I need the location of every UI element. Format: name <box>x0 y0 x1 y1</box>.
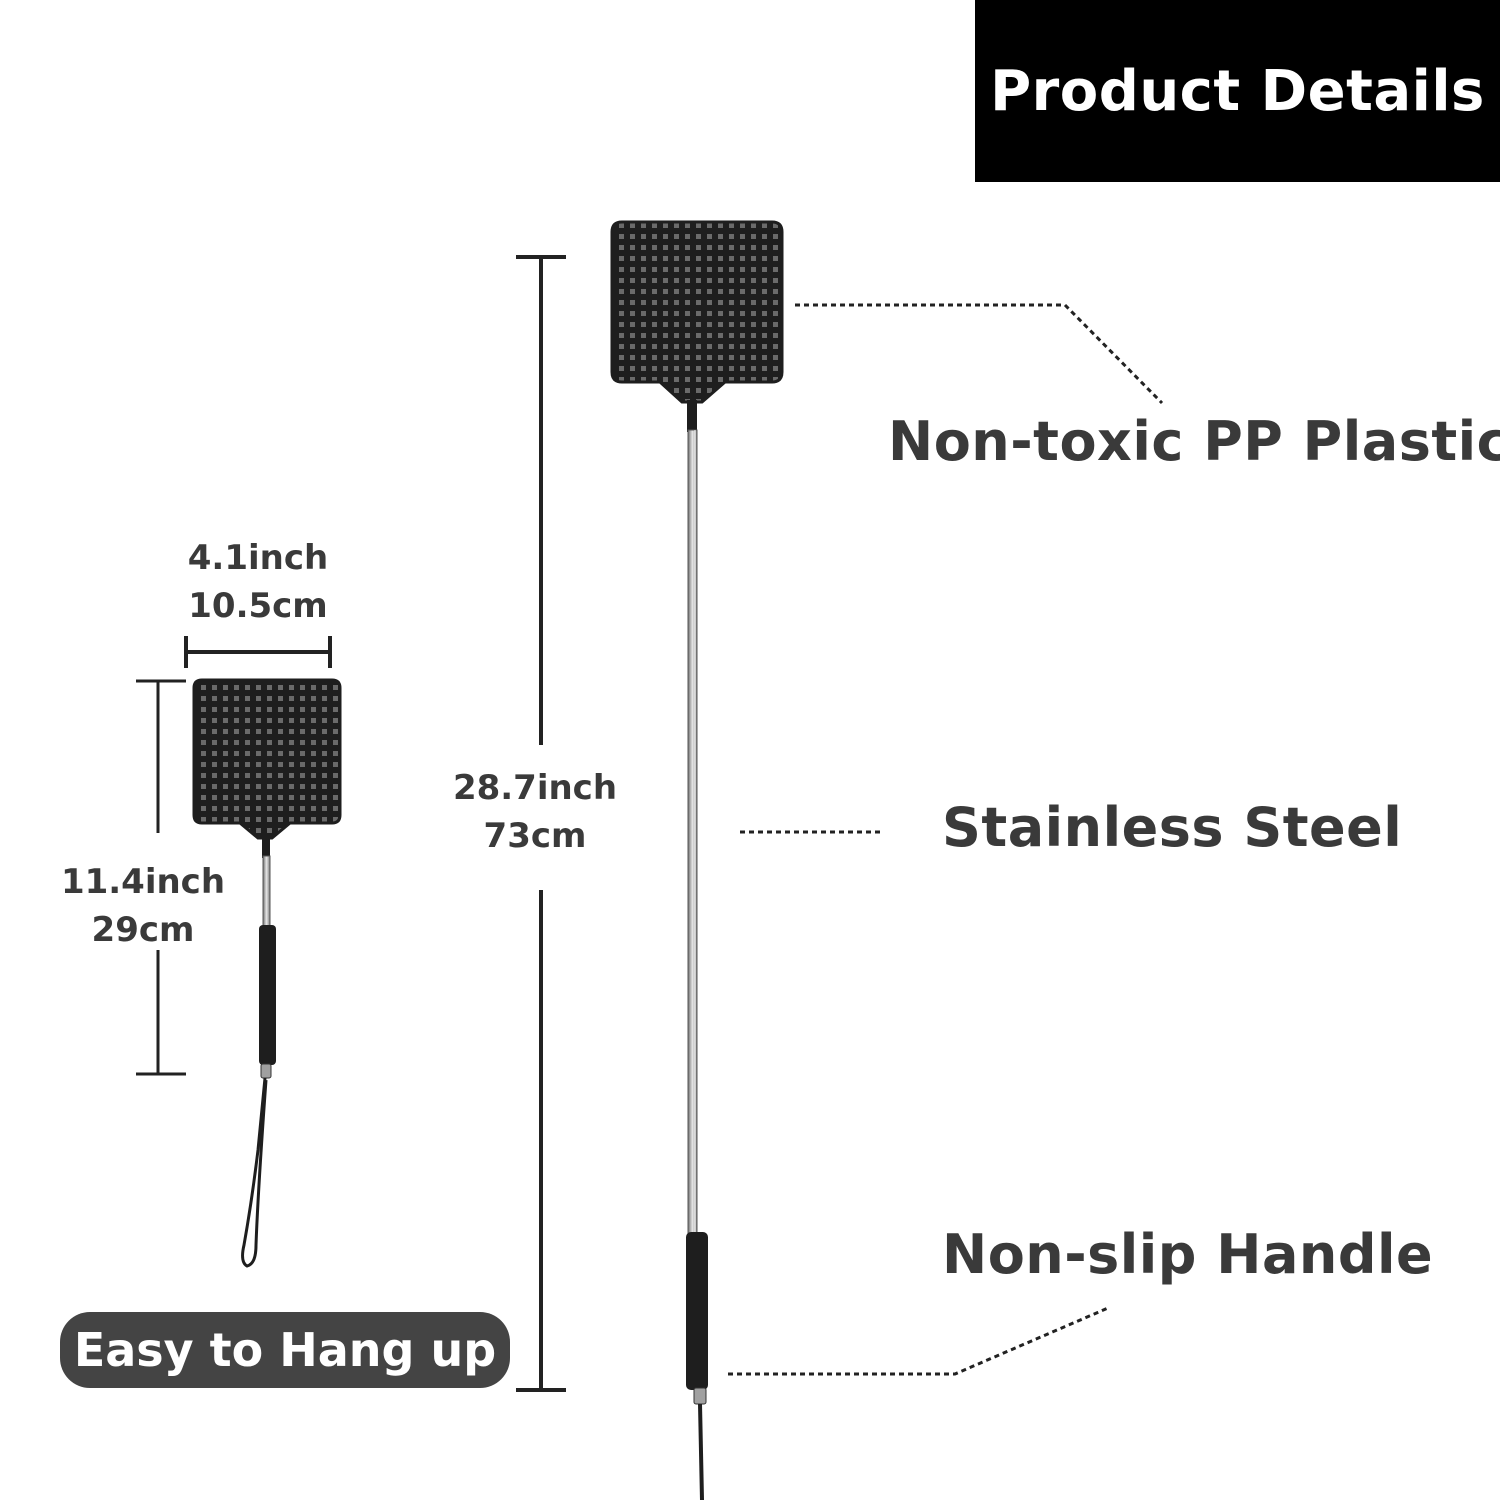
plastic-callout-label: Non-toxic PP Plastic <box>888 410 1500 473</box>
plastic-leader-line <box>795 303 1164 405</box>
width-dimension-bar <box>184 636 332 668</box>
folded-swatter <box>192 678 342 1268</box>
folded-inch-text: 11.4inch <box>60 862 226 902</box>
extended-dimension-bar <box>516 255 566 1392</box>
extended-swatter-head <box>610 220 784 404</box>
header-title: Product Details <box>990 58 1485 124</box>
extended-dimension-label: 28.7inch 73cm <box>440 764 630 860</box>
folded-swatter-grip <box>259 925 276 1065</box>
easy-to-hang-badge: Easy to Hang up <box>60 1312 510 1388</box>
leader-lines <box>728 303 1164 1376</box>
folded-dimension-label: 11.4inch 29cm <box>48 858 238 954</box>
folded-cm-text: 29cm <box>91 910 195 950</box>
extended-swatter-clip <box>693 1387 707 1405</box>
extended-swatter-neck <box>687 400 697 432</box>
folded-swatter-rod <box>262 855 271 929</box>
folded-swatter-neck <box>262 836 270 858</box>
width-dimension-label: 4.1inch 10.5cm <box>168 534 348 630</box>
folded-swatter-head <box>192 678 342 840</box>
folded-swatter-clip <box>260 1063 272 1079</box>
extended-swatter <box>610 220 784 1500</box>
extended-swatter-grip <box>686 1232 708 1390</box>
product-details-header: Product Details <box>975 0 1500 182</box>
width-cm-text: 10.5cm <box>188 586 328 626</box>
folded-dimension-bar <box>136 679 186 1076</box>
handle-callout-label: Non-slip Handle <box>942 1223 1434 1286</box>
width-inch-text: 4.1inch <box>187 538 329 578</box>
extended-cm-text: 73cm <box>483 816 587 856</box>
easy-to-hang-label: Easy to Hang up <box>73 1323 497 1377</box>
folded-swatter-lanyard <box>241 1077 268 1268</box>
extended-swatter-lanyard <box>698 1403 704 1500</box>
extended-inch-text: 28.7inch <box>452 768 618 808</box>
steel-callout-label: Stainless Steel <box>942 796 1403 859</box>
handle-leader-line <box>728 1306 1109 1376</box>
